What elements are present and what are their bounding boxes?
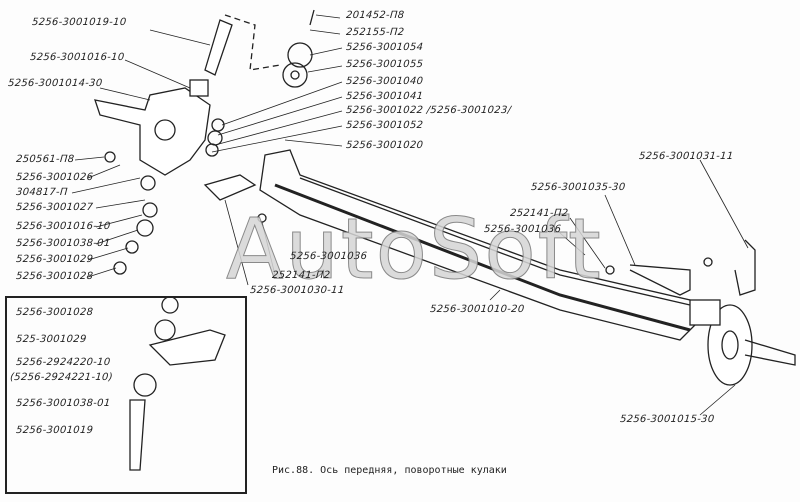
watermark: AutoSoft xyxy=(226,200,603,299)
steering-knuckle-right xyxy=(689,299,796,386)
part-label: 5256-3001014-30 xyxy=(7,78,103,89)
inset-label: 525-3001029 xyxy=(15,334,87,345)
part-label: 5256-3001052 xyxy=(345,120,424,131)
part-label: 5256-3001035-30 xyxy=(530,182,626,193)
part-label: 252155-П2 xyxy=(345,27,405,38)
part-label: 5256-3001030-11 xyxy=(249,285,345,296)
figure-caption: Рис.88. Ось передняя, поворотные кулаки xyxy=(272,465,507,476)
part-label: 5256-3001026 xyxy=(15,172,94,183)
part-label: 250561-П8 xyxy=(15,154,75,165)
part-label: 5256-3001016-10 xyxy=(15,221,111,232)
part-label: 5256-3001010-20 xyxy=(429,304,525,315)
part-label: 5256-3001020 xyxy=(345,140,424,151)
part-label: 5256-3001028 xyxy=(15,271,94,282)
part-label: 252141-П2 xyxy=(271,270,331,281)
part-label: 5256-3001036 xyxy=(483,224,562,235)
part-label: 304817-П xyxy=(15,187,69,198)
part-label: 5256-3001019-10 xyxy=(31,17,127,28)
inset-label: 5256-3001019 xyxy=(15,425,94,436)
part-label: 5256-3001031-11 xyxy=(638,151,734,162)
part-label: 5256-3001022 /5256-3001023/ xyxy=(345,105,512,116)
part-label: 201452-П8 xyxy=(345,10,405,21)
small-parts xyxy=(104,9,756,296)
part-label: 5256-3001038-01 xyxy=(15,238,111,249)
part-label: 5256-3001036 xyxy=(289,251,368,262)
steering-knuckle-left xyxy=(94,19,233,176)
part-label: 5256-3001055 xyxy=(345,59,424,70)
inset-frame xyxy=(5,296,247,494)
inset-label: (5256-2924221-10) xyxy=(9,372,114,383)
inset-label: 5256-3001028 xyxy=(15,307,94,318)
part-label: 5256-3001015-30 xyxy=(619,414,715,425)
part-label: 5256-3001027 xyxy=(15,202,94,213)
inset-label: 5256-3001038-01 xyxy=(15,398,111,409)
part-label: 5256-3001054 xyxy=(345,42,424,53)
part-label: 252141-П2 xyxy=(509,208,569,219)
part-label: 5256-3001016-10 xyxy=(29,52,125,63)
inset-label: 5256-2924220-10 xyxy=(15,357,111,368)
part-label: 5256-3001040 xyxy=(345,76,424,87)
inset-drawing xyxy=(129,296,226,471)
leader-lines xyxy=(71,14,749,416)
part-label: 5256-3001029 xyxy=(15,254,94,265)
part-label: 5256-3001041 xyxy=(345,91,424,102)
